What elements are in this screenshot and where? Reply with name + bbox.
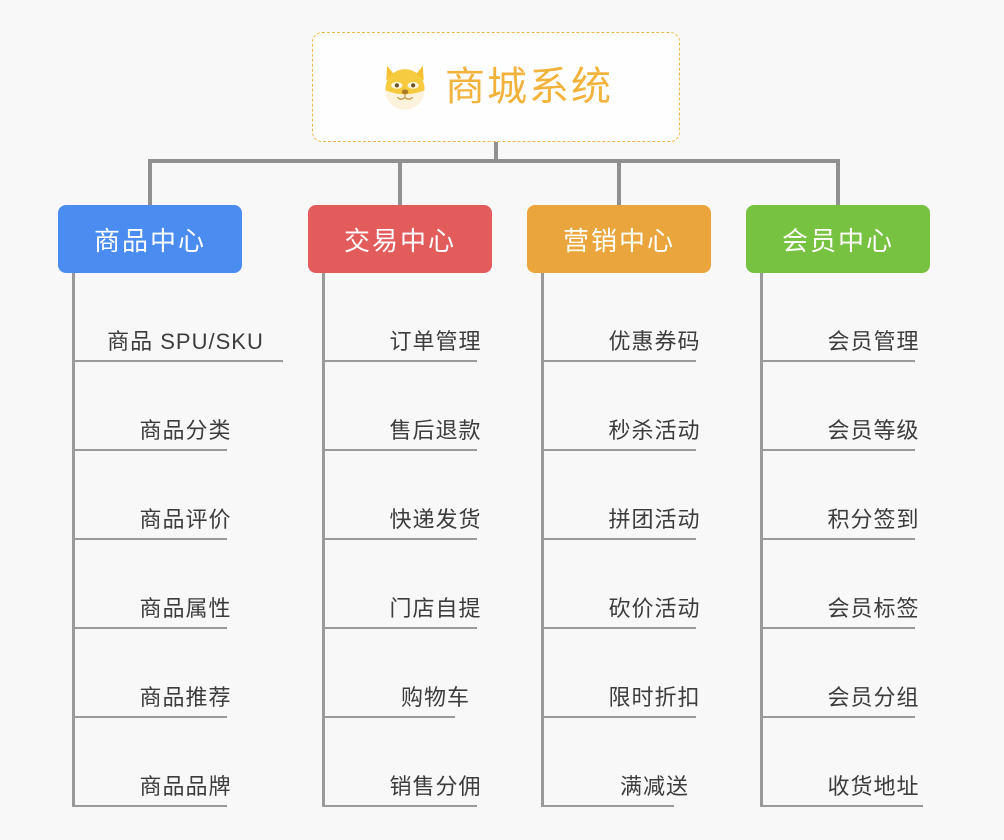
leaf-item-label: 销售分佣 <box>389 774 482 799</box>
leaf-item[interactable]: 限时折扣 <box>544 629 765 718</box>
leaf-item-rule <box>763 538 915 540</box>
leaf-item-label: 会员等级 <box>827 418 920 443</box>
leaf-item-rule <box>75 360 283 362</box>
leaf-item[interactable]: 销售分佣 <box>325 718 546 807</box>
leaf-item-rule <box>544 627 696 629</box>
leaf-item[interactable]: 会员分组 <box>763 629 984 718</box>
leaf-item[interactable]: 快递发货 <box>325 451 546 540</box>
category-box-member-center[interactable]: 会员中心 <box>746 205 930 273</box>
leaf-column-member-center: 会员管理会员等级积分签到会员标签会员分组收货地址 <box>760 273 984 807</box>
leaf-item-label: 会员标签 <box>827 596 920 621</box>
leaf-item-rule <box>544 538 696 540</box>
leaf-item[interactable]: 订单管理 <box>325 273 546 362</box>
root-node[interactable]: 商城系统 <box>312 32 680 142</box>
leaf-item[interactable]: 拼团活动 <box>544 451 765 540</box>
leaf-item-label: 砍价活动 <box>608 596 701 621</box>
category-label: 商品中心 <box>93 225 206 256</box>
leaf-item[interactable]: 商品 SPU/SKU <box>75 273 296 362</box>
category-box-marketing-center[interactable]: 营销中心 <box>527 205 711 273</box>
leaf-item-label: 积分签到 <box>827 507 920 532</box>
leaf-item-label: 商品推荐 <box>139 685 232 710</box>
leaf-item-rule <box>75 449 227 451</box>
leaf-item-rule <box>763 627 915 629</box>
leaf-item[interactable]: 购物车 <box>325 629 546 718</box>
connector-horizontal-bus <box>148 159 840 163</box>
leaf-item-rule <box>325 805 477 807</box>
leaf-item-rule <box>544 805 674 807</box>
leaf-item[interactable]: 会员标签 <box>763 540 984 629</box>
leaf-item[interactable]: 收货地址 <box>763 718 984 807</box>
connector-drop-1 <box>148 159 152 206</box>
leaf-item[interactable]: 砍价活动 <box>544 540 765 629</box>
leaf-item-rule <box>75 627 227 629</box>
leaf-item-label: 订单管理 <box>389 329 482 354</box>
connector-drop-2 <box>398 159 402 206</box>
leaf-item-label: 购物车 <box>400 685 470 710</box>
leaf-item-rule <box>544 449 696 451</box>
leaf-item-label: 快递发货 <box>389 507 482 532</box>
category-box-product-center[interactable]: 商品中心 <box>58 205 242 273</box>
leaf-item-label: 限时折扣 <box>608 685 701 710</box>
leaf-item-label: 商品分类 <box>139 418 232 443</box>
leaf-item[interactable]: 商品推荐 <box>75 629 296 718</box>
leaf-item[interactable]: 积分签到 <box>763 451 984 540</box>
leaf-item[interactable]: 售后退款 <box>325 362 546 451</box>
leaf-item-label: 会员管理 <box>827 329 920 354</box>
leaf-item-rule <box>325 538 477 540</box>
leaf-item[interactable]: 商品分类 <box>75 362 296 451</box>
leaf-item-rule <box>763 805 923 807</box>
leaf-item[interactable]: 商品品牌 <box>75 718 296 807</box>
leaf-column-trade-center: 订单管理售后退款快递发货门店自提购物车销售分佣 <box>322 273 546 807</box>
leaf-column-marketing-center: 优惠券码秒杀活动拼团活动砍价活动限时折扣满减送 <box>541 273 765 807</box>
category-box-trade-center[interactable]: 交易中心 <box>308 205 492 273</box>
leaf-item[interactable]: 会员管理 <box>763 273 984 362</box>
leaf-item[interactable]: 商品属性 <box>75 540 296 629</box>
leaf-item-rule <box>75 716 227 718</box>
leaf-item-label: 商品评价 <box>139 507 232 532</box>
leaf-item-label: 门店自提 <box>389 596 482 621</box>
leaf-item-rule <box>544 716 696 718</box>
leaf-item-rule <box>763 360 915 362</box>
leaf-item-label: 秒杀活动 <box>608 418 701 443</box>
leaf-item-rule <box>763 716 915 718</box>
leaf-item-label: 售后退款 <box>389 418 482 443</box>
leaf-item-label: 商品属性 <box>139 596 232 621</box>
root-title: 商城系统 <box>445 65 613 109</box>
leaf-item-label: 会员分组 <box>827 685 920 710</box>
leaf-item-rule <box>75 805 227 807</box>
connector-root-stem <box>494 142 498 163</box>
leaf-item-rule <box>763 449 915 451</box>
leaf-item-label: 商品 SPU/SKU <box>107 329 264 354</box>
leaf-item-rule <box>325 627 477 629</box>
leaf-item[interactable]: 满减送 <box>544 718 765 807</box>
leaf-item-rule <box>544 360 696 362</box>
leaf-item-rule <box>75 538 227 540</box>
leaf-item-rule <box>325 360 477 362</box>
category-label: 交易中心 <box>343 225 456 256</box>
connector-drop-3 <box>617 159 621 206</box>
leaf-item-label: 满减送 <box>619 774 689 799</box>
leaf-item-label: 拼团活动 <box>608 507 701 532</box>
leaf-item[interactable]: 秒杀活动 <box>544 362 765 451</box>
leaf-item-rule <box>325 716 455 718</box>
leaf-item[interactable]: 优惠券码 <box>544 273 765 362</box>
shiba-dog-icon <box>385 65 425 110</box>
leaf-item[interactable]: 门店自提 <box>325 540 546 629</box>
leaf-item-label: 商品品牌 <box>139 774 232 799</box>
category-label: 会员中心 <box>781 225 894 256</box>
leaf-item[interactable]: 商品评价 <box>75 451 296 540</box>
leaf-column-product-center: 商品 SPU/SKU 商品分类商品评价商品属性商品推荐商品品牌 <box>72 273 296 807</box>
leaf-item-label: 收货地址 <box>827 774 920 799</box>
leaf-item[interactable]: 会员等级 <box>763 362 984 451</box>
leaf-item-rule <box>325 449 477 451</box>
leaf-item-label: 优惠券码 <box>608 329 701 354</box>
connector-drop-4 <box>836 159 840 206</box>
category-label: 营销中心 <box>562 225 675 256</box>
